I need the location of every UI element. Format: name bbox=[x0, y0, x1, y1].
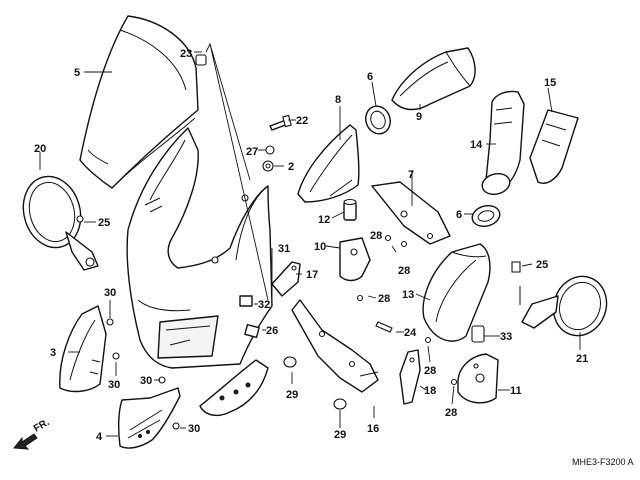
callout-5[interactable]: 5 bbox=[74, 67, 80, 79]
callout-30-c[interactable]: 30 bbox=[140, 375, 152, 387]
callout-22[interactable]: 22 bbox=[296, 115, 308, 127]
collar-part-33[interactable] bbox=[471, 325, 485, 343]
front-label: FR. bbox=[32, 417, 52, 435]
nut-part-23[interactable] bbox=[195, 54, 207, 66]
leader-lines bbox=[39, 42, 581, 437]
callout-24[interactable]: 24 bbox=[404, 327, 417, 339]
lower-cover-part-11[interactable] bbox=[457, 353, 499, 404]
callout-28-e[interactable]: 28 bbox=[445, 407, 457, 419]
callout-11[interactable]: 11 bbox=[510, 385, 522, 397]
bracket-part-10[interactable] bbox=[339, 237, 371, 282]
left-mirror-part-20[interactable] bbox=[16, 170, 99, 271]
callout-21[interactable]: 21 bbox=[576, 353, 588, 365]
upper-cowl[interactable] bbox=[126, 127, 273, 369]
callout-15[interactable]: 15 bbox=[544, 77, 556, 89]
bracket-plate-part-7[interactable] bbox=[371, 181, 451, 245]
callout-23[interactable]: 23 bbox=[180, 48, 192, 60]
callout-17[interactable]: 17 bbox=[306, 269, 318, 281]
callout-4[interactable]: 4 bbox=[96, 431, 103, 443]
callout-28-c[interactable]: 28 bbox=[378, 293, 390, 305]
screws-part-30[interactable] bbox=[106, 318, 180, 430]
washer-part-29-upper[interactable] bbox=[283, 356, 297, 368]
lower-duct-part-13[interactable] bbox=[422, 243, 491, 342]
screw-part-24[interactable] bbox=[375, 321, 393, 333]
collar-part-12[interactable] bbox=[343, 198, 357, 221]
callout-16[interactable]: 16 bbox=[367, 423, 379, 435]
callout-6-upper[interactable]: 6 bbox=[367, 71, 373, 83]
side-panel-part-3[interactable] bbox=[59, 305, 107, 393]
clip-part-32[interactable] bbox=[239, 295, 253, 307]
washer-part-29-lower[interactable] bbox=[333, 398, 347, 410]
callout-25-right[interactable]: 25 bbox=[536, 259, 548, 271]
duct-ring-part-6-upper[interactable] bbox=[362, 103, 394, 138]
callout-7[interactable]: 7 bbox=[408, 169, 414, 181]
diagram-code: MHE3-F3200 A bbox=[572, 457, 634, 467]
front-direction-arrow: FR. bbox=[13, 417, 52, 450]
clip-part-26[interactable] bbox=[244, 323, 260, 339]
windscreen-part-5[interactable] bbox=[79, 15, 199, 189]
screw-part-25-right[interactable] bbox=[511, 261, 521, 273]
callout-30-b[interactable]: 30 bbox=[108, 379, 120, 391]
callout-28-d[interactable]: 28 bbox=[424, 365, 436, 377]
callout-9[interactable]: 9 bbox=[416, 111, 422, 123]
duct-ring-part-6-lower[interactable] bbox=[470, 171, 512, 230]
callout-20[interactable]: 20 bbox=[34, 143, 46, 155]
callout-32[interactable]: 32 bbox=[258, 299, 270, 311]
callout-33[interactable]: 33 bbox=[500, 331, 512, 343]
callout-28-a[interactable]: 28 bbox=[370, 230, 382, 242]
lower-inner-fairing[interactable] bbox=[199, 359, 269, 417]
callout-29-lower[interactable]: 29 bbox=[334, 429, 346, 441]
screw-part-25-left[interactable] bbox=[76, 215, 84, 223]
bracket-part-18[interactable] bbox=[399, 349, 421, 405]
callout-3[interactable]: 3 bbox=[50, 347, 56, 359]
callout-18[interactable]: 18 bbox=[424, 385, 436, 397]
callout-13[interactable]: 13 bbox=[402, 289, 414, 301]
callout-10[interactable]: 10 bbox=[314, 241, 326, 253]
callout-26[interactable]: 26 bbox=[266, 325, 278, 337]
air-duct-part-9[interactable] bbox=[391, 47, 476, 111]
callouts: 5 23 22 27 2 20 25 8 6 9 15 14 6 7 12 28… bbox=[34, 48, 588, 443]
callout-12[interactable]: 12 bbox=[318, 214, 330, 226]
stay-part-16[interactable] bbox=[291, 299, 379, 393]
callout-29-upper[interactable]: 29 bbox=[286, 389, 298, 401]
callout-8[interactable]: 8 bbox=[335, 94, 341, 106]
callout-28-b[interactable]: 28 bbox=[398, 265, 410, 277]
callout-30-a[interactable]: 30 bbox=[104, 287, 116, 299]
bracket-part-17[interactable] bbox=[271, 261, 301, 297]
lower-duct-part-4[interactable] bbox=[117, 387, 181, 449]
bolt-part-22[interactable] bbox=[269, 114, 292, 131]
inner-cover-part-8[interactable] bbox=[297, 124, 360, 203]
callout-31[interactable]: 31 bbox=[278, 243, 290, 255]
grommet-part-2[interactable] bbox=[262, 160, 274, 172]
callout-6-lower[interactable]: 6 bbox=[456, 209, 462, 221]
callout-30-d[interactable]: 30 bbox=[188, 423, 200, 435]
cover-plate-part-15[interactable] bbox=[529, 109, 579, 184]
callout-27[interactable]: 27 bbox=[246, 146, 258, 158]
callout-2[interactable]: 2 bbox=[288, 161, 294, 173]
nut-part-27[interactable] bbox=[265, 145, 275, 155]
right-mirror-part-21[interactable] bbox=[519, 269, 615, 343]
callout-25-left[interactable]: 25 bbox=[98, 217, 110, 229]
callout-14[interactable]: 14 bbox=[470, 139, 483, 151]
screws-part-28[interactable] bbox=[356, 234, 458, 386]
